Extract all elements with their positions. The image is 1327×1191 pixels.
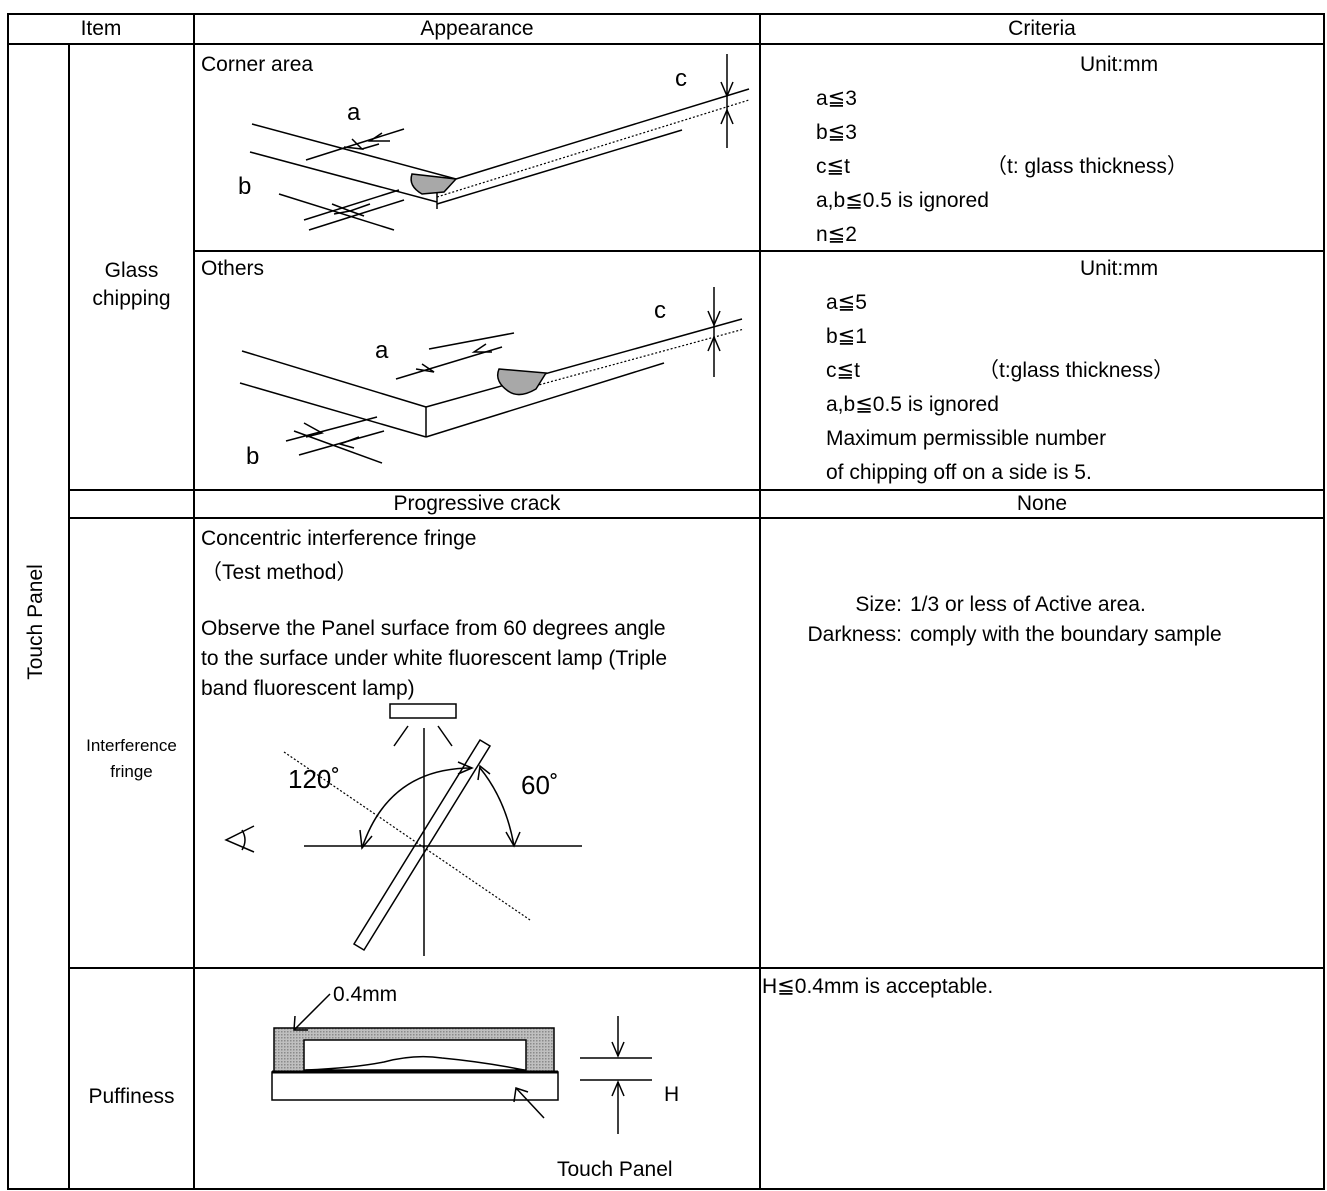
puffiness-panel-label: Touch Panel — [557, 1158, 673, 1181]
test-method-line-3: band fluorescent lamp) — [201, 677, 415, 700]
size-criterion-label: Size: — [855, 593, 902, 616]
others-label-a: a — [375, 337, 389, 364]
test-method-label: （Test method） — [201, 561, 358, 584]
others-criterion-5: Maximum permissible number — [826, 427, 1107, 450]
others-label-c: c — [654, 297, 666, 324]
interference-title: Concentric interference fringe — [201, 527, 477, 550]
corner-criterion-1: a≦3 — [816, 87, 857, 110]
others-criterion-4: a,b≦0.5 is ignored — [826, 393, 999, 416]
progressive-crack-label: Progressive crack — [393, 492, 561, 515]
corner-label-c: c — [675, 65, 687, 92]
puffiness-criterion: H≦0.4mm is acceptable. — [762, 975, 994, 998]
header-criteria: Criteria — [1008, 17, 1076, 40]
corner-area-diagram — [249, 54, 750, 231]
test-method-line-1: Observe the Panel surface from 60 degree… — [201, 617, 666, 640]
others-criterion-2: b≦1 — [826, 325, 867, 348]
corner-thickness-note: （t: glass thickness） — [986, 155, 1188, 178]
test-method-line-2: to the surface under white fluorescent l… — [201, 647, 668, 670]
puffiness-label: Puffiness — [88, 1085, 175, 1108]
puffiness-thickness-label: 0.4mm — [333, 983, 398, 1006]
size-criterion-value: 1/3 or less of Active area. — [910, 593, 1146, 616]
darkness-criterion-label: Darkness: — [807, 623, 902, 646]
corner-criterion-3: c≦t — [816, 155, 850, 178]
corner-label-a: a — [347, 99, 361, 126]
puffiness-diagram — [271, 993, 652, 1134]
progressive-crack-value: None — [1016, 492, 1068, 515]
others-unit: Unit:mm — [1080, 257, 1159, 280]
others-thickness-note: （t:glass thickness） — [978, 359, 1175, 382]
others-title: Others — [201, 257, 265, 280]
glass-chipping-label-1: Glass — [104, 259, 159, 282]
corner-area-title: Corner area — [201, 53, 314, 76]
others-diagram — [239, 287, 745, 464]
header-item: Item — [80, 17, 122, 40]
darkness-criterion-value: comply with the boundary sample — [910, 623, 1222, 646]
corner-criterion-4: a,b≦0.5 is ignored — [816, 189, 989, 212]
puffiness-h-label: H — [664, 1083, 680, 1106]
header-appearance: Appearance — [420, 17, 534, 40]
corner-criterion-5: n≦2 — [816, 223, 857, 246]
others-label-b: b — [246, 443, 260, 470]
others-criterion-6: of chipping off on a side is 5. — [826, 461, 1092, 484]
interference-label-1: Interference — [86, 736, 177, 755]
interference-label-2: fringe — [110, 762, 153, 781]
others-criterion-1: a≦5 — [826, 291, 867, 314]
corner-unit: Unit:mm — [1080, 53, 1159, 76]
viewing-angle-diagram — [224, 703, 582, 956]
angle-60-label: 60˚ — [521, 770, 559, 800]
angle-120-label: 120˚ — [288, 764, 341, 794]
corner-criterion-2: b≦3 — [816, 121, 857, 144]
others-criterion-3: c≦t — [826, 359, 860, 382]
glass-chipping-label-2: chipping — [92, 287, 171, 310]
corner-label-b: b — [238, 173, 252, 200]
